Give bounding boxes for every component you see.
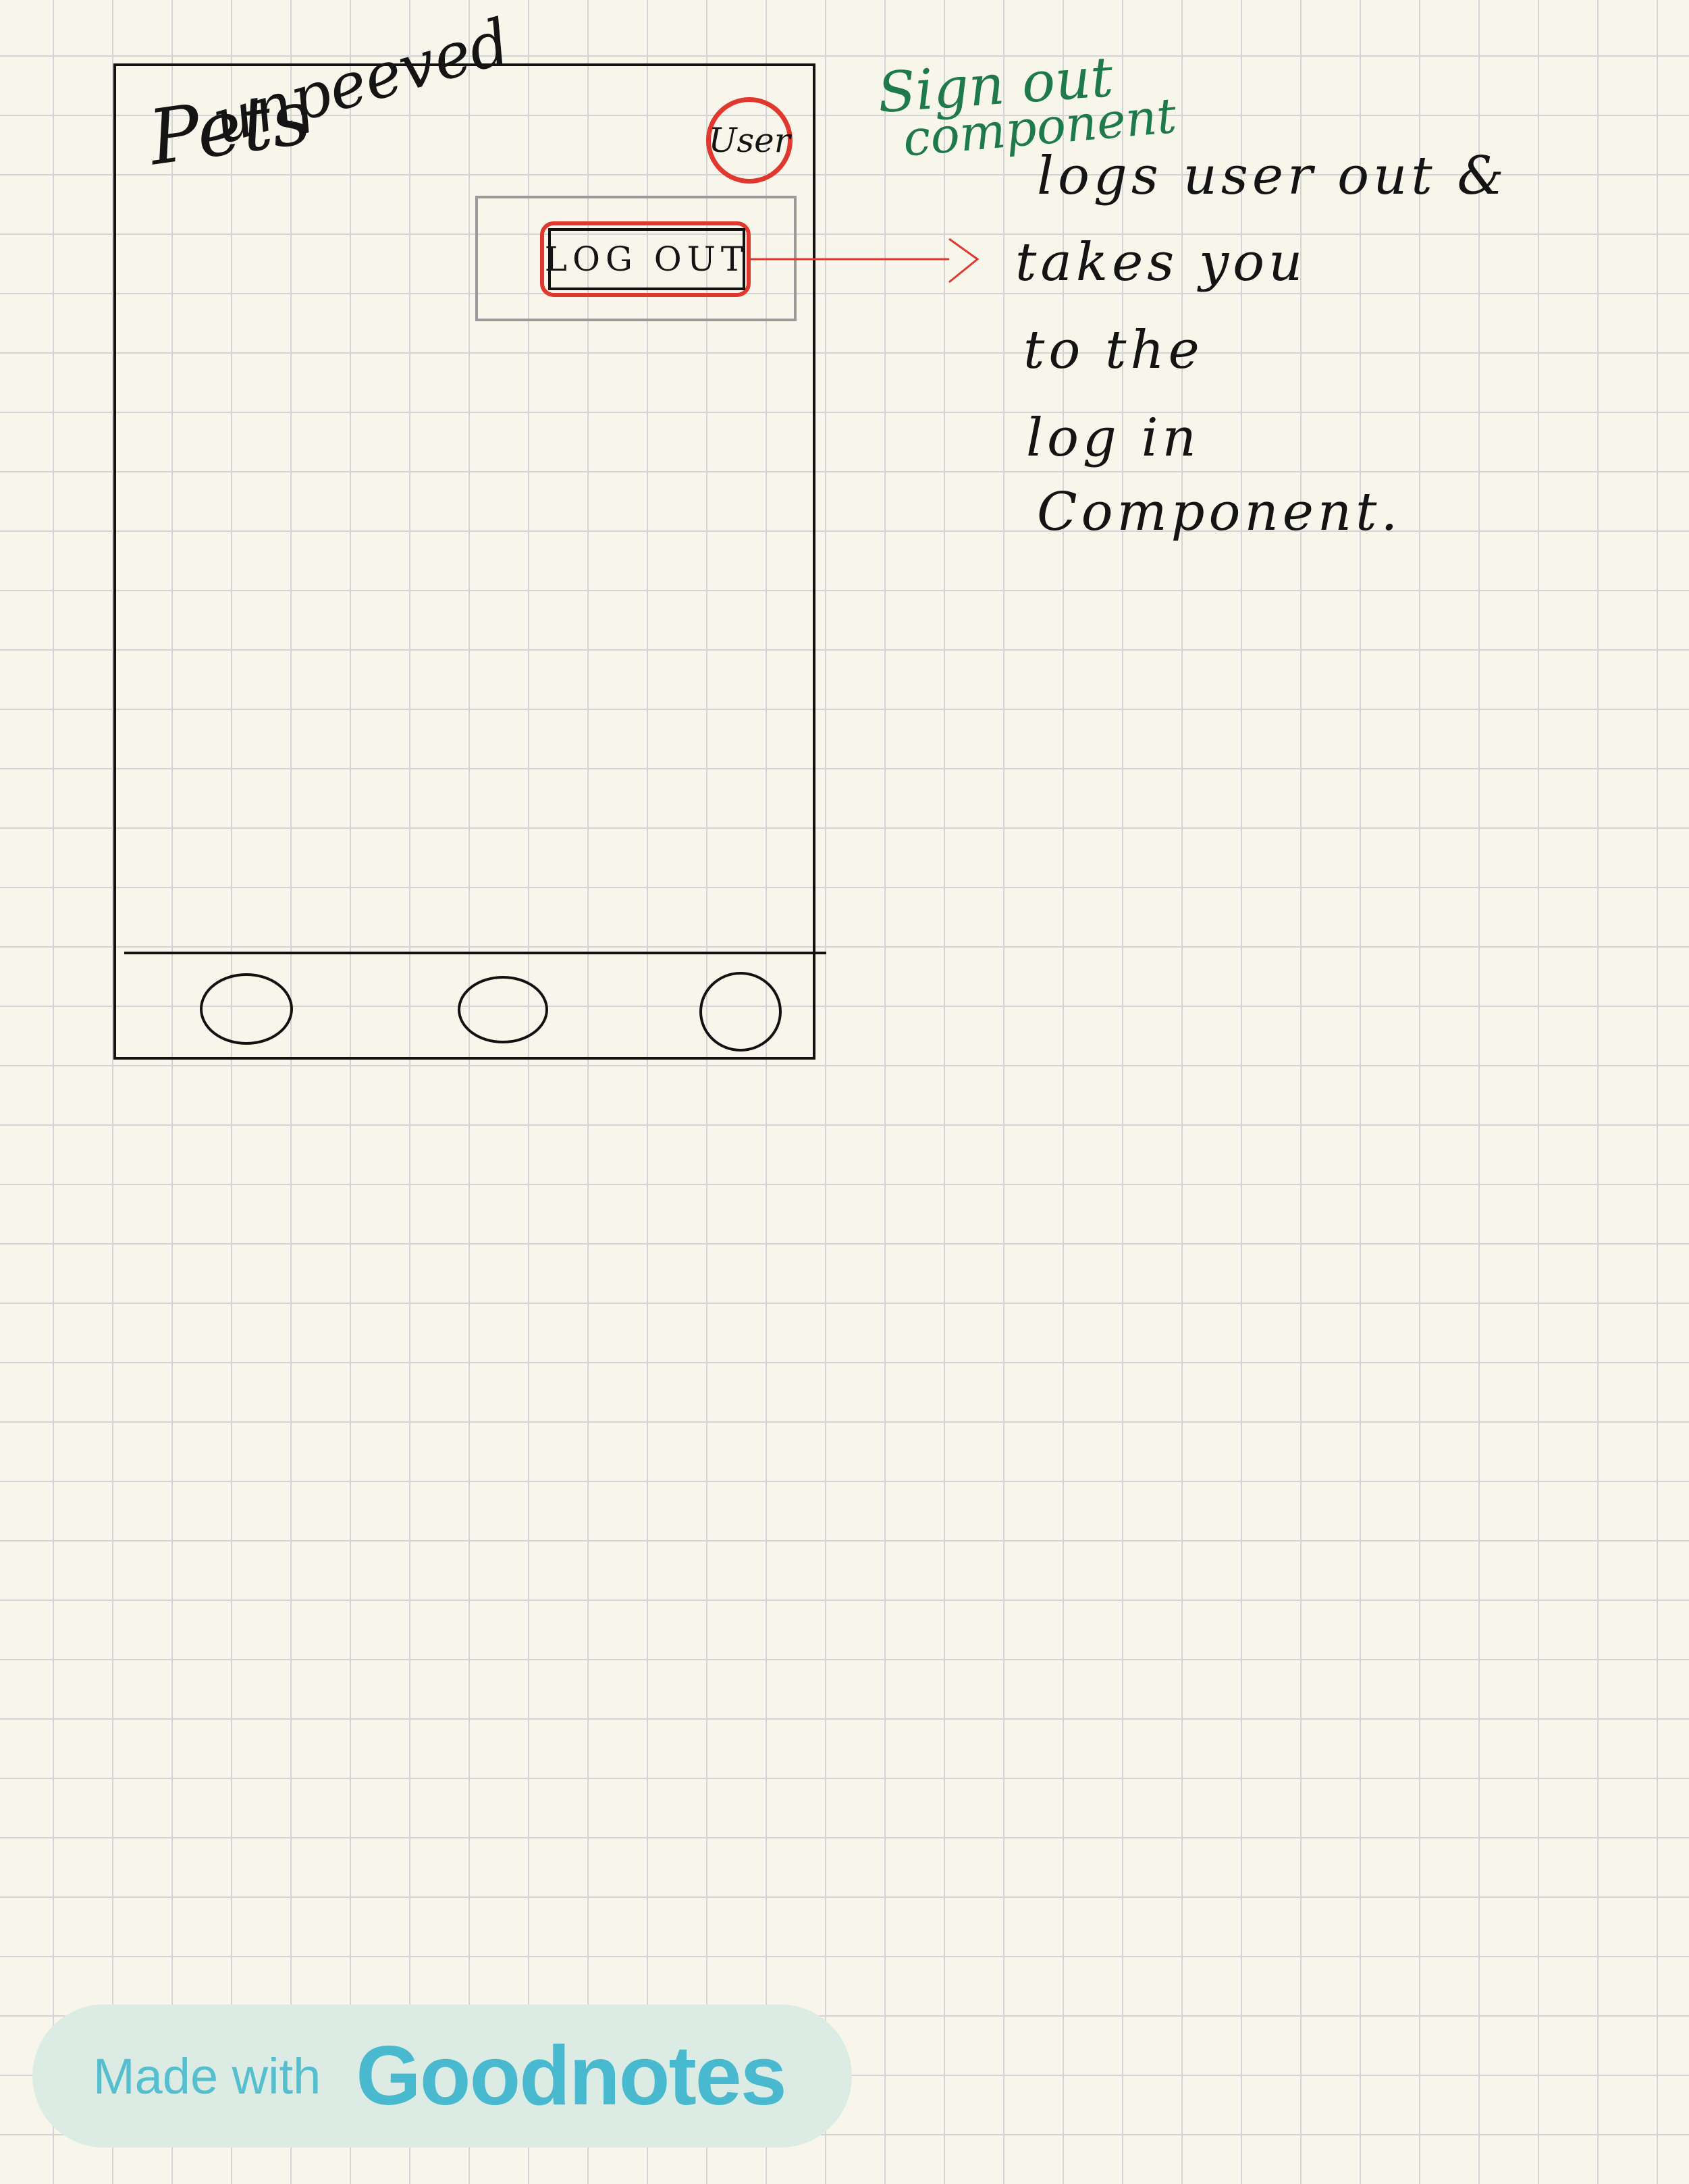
annotation-note-line: to the — [1023, 320, 1204, 381]
bottom-nav-divider — [124, 952, 826, 954]
phone-frame — [113, 63, 815, 1060]
logout-button[interactable]: LOG OUT — [545, 228, 745, 290]
annotation-note-line: takes you — [1015, 232, 1307, 293]
user-avatar-label: User — [708, 121, 790, 160]
logout-label: LOG OUT — [544, 240, 749, 279]
bottom-nav-button-1[interactable] — [200, 973, 293, 1045]
annotation-note-line: log in — [1026, 408, 1200, 468]
watermark-brand-logo: Goodnotes — [356, 2029, 786, 2123]
goodnotes-watermark: Made with Goodnotes — [32, 2004, 852, 2148]
annotation-arrow — [747, 238, 980, 283]
bottom-nav-button-3[interactable] — [699, 972, 782, 1052]
watermark-made-with: Made with — [93, 2048, 321, 2104]
bottom-nav-button-2[interactable] — [458, 976, 548, 1043]
annotation-note-line: Component. — [1037, 482, 1402, 543]
user-avatar-button[interactable]: User — [706, 97, 793, 184]
annotation-note-line: logs user out & — [1037, 146, 1508, 207]
